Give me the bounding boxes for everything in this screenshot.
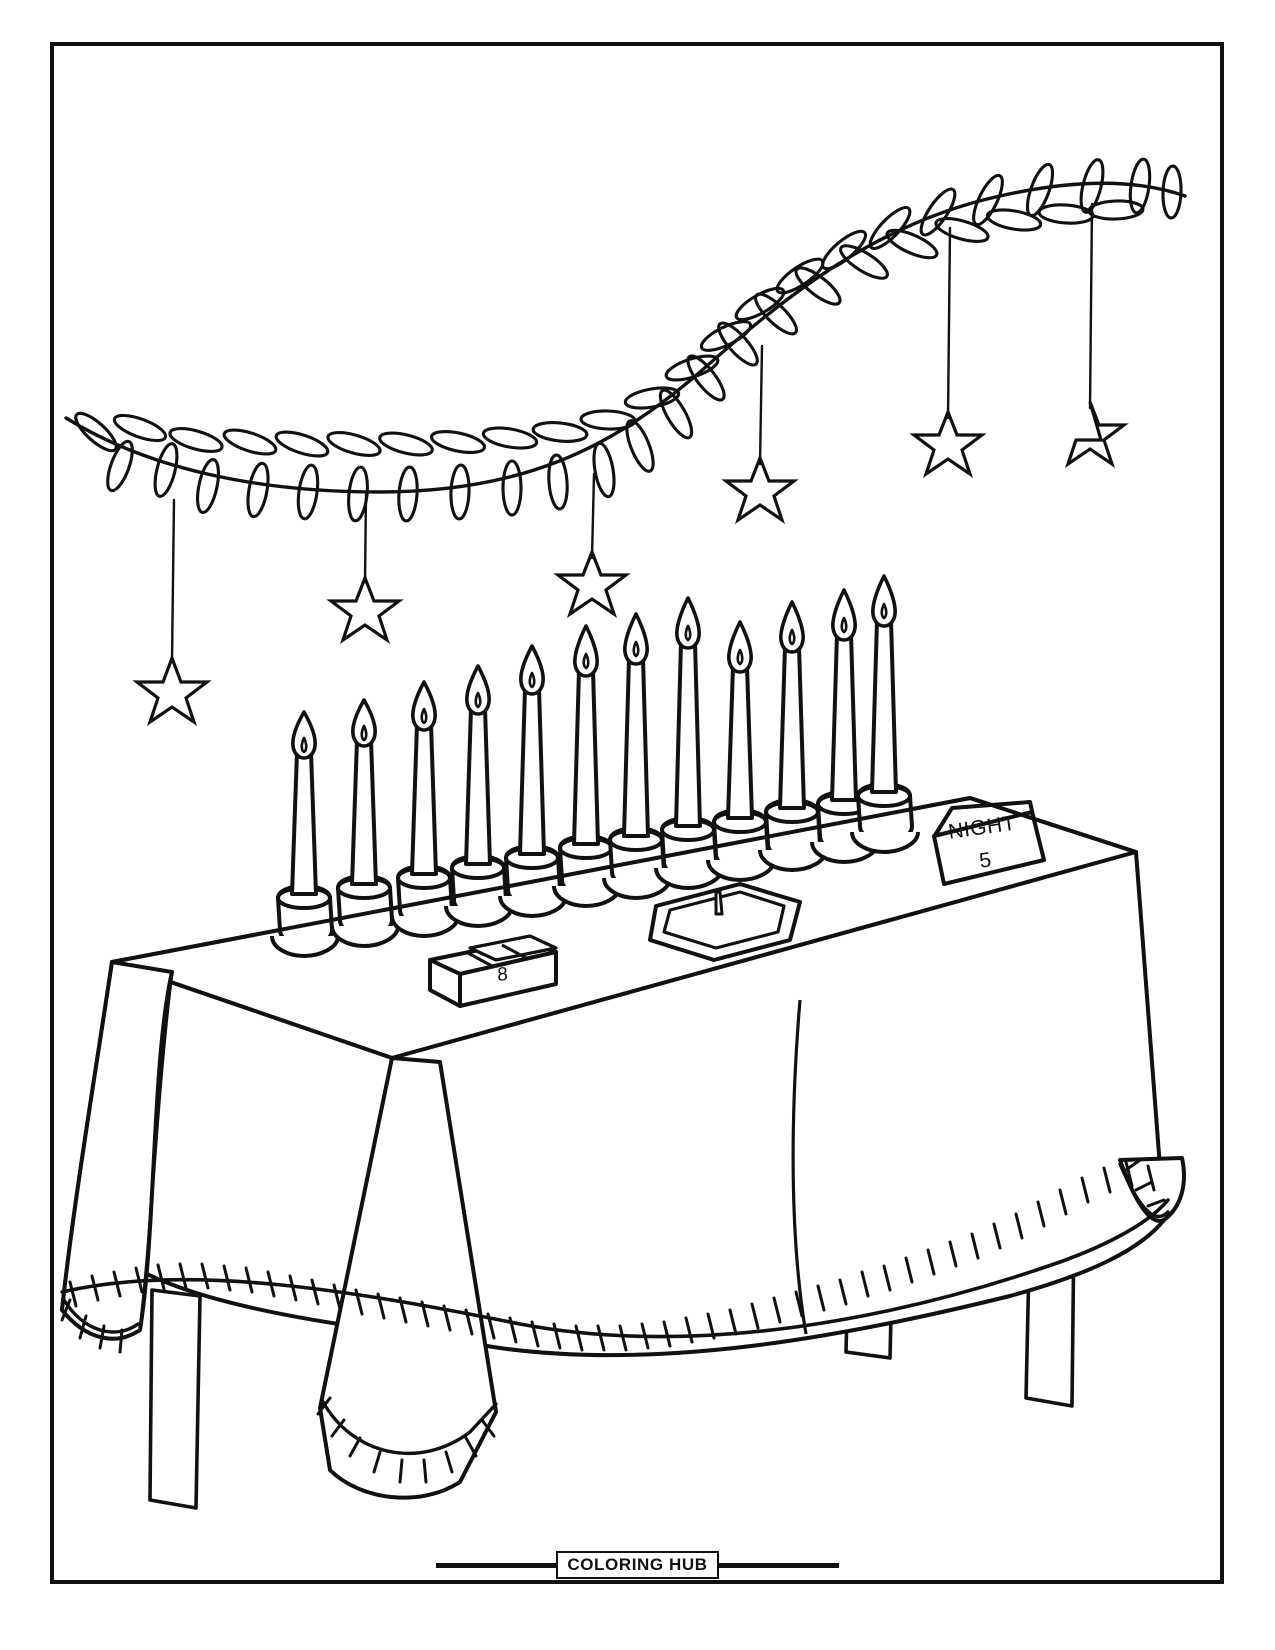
candle-flame-inner — [632, 640, 640, 658]
matchbox-divider-2 — [501, 943, 529, 961]
candle-holder-foot — [270, 935, 340, 958]
candle-flame — [779, 600, 805, 654]
candle-flame-inner — [840, 616, 848, 634]
candle-holder-foot — [602, 877, 672, 900]
candle-body — [870, 618, 898, 794]
candle-body — [464, 706, 492, 866]
candle-flame-inner — [582, 652, 590, 670]
tablecloth-front-point — [318, 1056, 498, 1500]
star-icon — [132, 653, 212, 726]
candle-flame-inner — [528, 671, 536, 689]
match-stick — [714, 890, 724, 916]
candle-flame — [727, 620, 753, 674]
candle-flame — [411, 680, 437, 732]
candle-holder-foot — [758, 849, 828, 872]
matchbox-divider-3 — [491, 954, 537, 968]
candle-holder-foot — [706, 859, 776, 882]
matchbox-lid-flap — [468, 934, 558, 962]
candle-flame-inner — [880, 602, 888, 620]
candle-holder-foot — [444, 905, 514, 928]
candle-flame — [871, 574, 897, 628]
match-tray — [648, 882, 802, 962]
candle-flame-inner — [684, 624, 692, 642]
candle-flame-inner — [360, 724, 368, 742]
candle — [654, 596, 724, 890]
candle-flame — [465, 664, 491, 716]
candle-flame-inner — [736, 648, 744, 666]
candle-body — [350, 738, 378, 886]
tablecloth-hem-stitching — [60, 1158, 1170, 1484]
candle-flame-inner — [420, 707, 428, 725]
match-tray-front-edge — [649, 938, 791, 962]
star-icon — [909, 407, 987, 478]
match-tray-inner-rim — [662, 890, 786, 950]
candle — [390, 680, 460, 938]
candle-body — [572, 668, 600, 846]
garland-strings — [170, 202, 1094, 664]
candle-row — [270, 574, 920, 958]
matchbox-divider-1 — [465, 950, 493, 968]
candle-body — [830, 632, 858, 802]
candle-flame — [831, 588, 857, 642]
candle-holder-foot — [654, 867, 724, 890]
candle-flame-inner — [474, 691, 482, 709]
candle-flame — [519, 644, 545, 696]
star-icon — [1064, 401, 1129, 468]
star-icon — [553, 547, 631, 618]
candle-holder-foot — [330, 925, 400, 948]
candle-holder-foot — [850, 831, 920, 854]
candle-flame — [351, 698, 377, 748]
matchbox — [428, 934, 558, 1008]
candle — [602, 612, 672, 900]
candle-body — [290, 750, 318, 896]
candle-body — [518, 686, 546, 856]
matchbox-label-number: 8 — [496, 963, 509, 987]
garland-leaves — [74, 157, 1183, 523]
tabletop-edge — [111, 795, 1137, 964]
garland-hanging-stars — [132, 401, 1129, 726]
star-icon — [326, 573, 404, 644]
candle-body — [622, 656, 650, 838]
candle-body — [726, 664, 754, 820]
candle-flame — [573, 624, 599, 678]
candle-flame-inner — [788, 628, 796, 646]
candle-holder-foot — [498, 895, 568, 918]
candle-flame — [291, 710, 317, 760]
night-card-front-panel — [932, 810, 1046, 886]
candle — [270, 710, 340, 958]
candle-flame — [623, 612, 649, 666]
star-icon — [721, 453, 799, 524]
tablecloth-folds — [138, 971, 808, 1413]
candle — [552, 624, 622, 908]
candle-body — [410, 722, 438, 876]
candle-holder-foot — [390, 915, 460, 938]
candle-body — [778, 644, 806, 810]
draped-table — [60, 796, 1186, 1510]
candle — [498, 644, 568, 918]
page-border — [50, 42, 1224, 1584]
tablecloth-left-corner — [60, 960, 174, 1341]
night-card-fold — [932, 807, 954, 837]
leaf-garland — [64, 157, 1187, 726]
table-leg-left — [148, 1288, 202, 1510]
candle-body — [674, 640, 702, 828]
candle-flame — [675, 596, 701, 650]
candle-flame-inner — [300, 736, 308, 754]
